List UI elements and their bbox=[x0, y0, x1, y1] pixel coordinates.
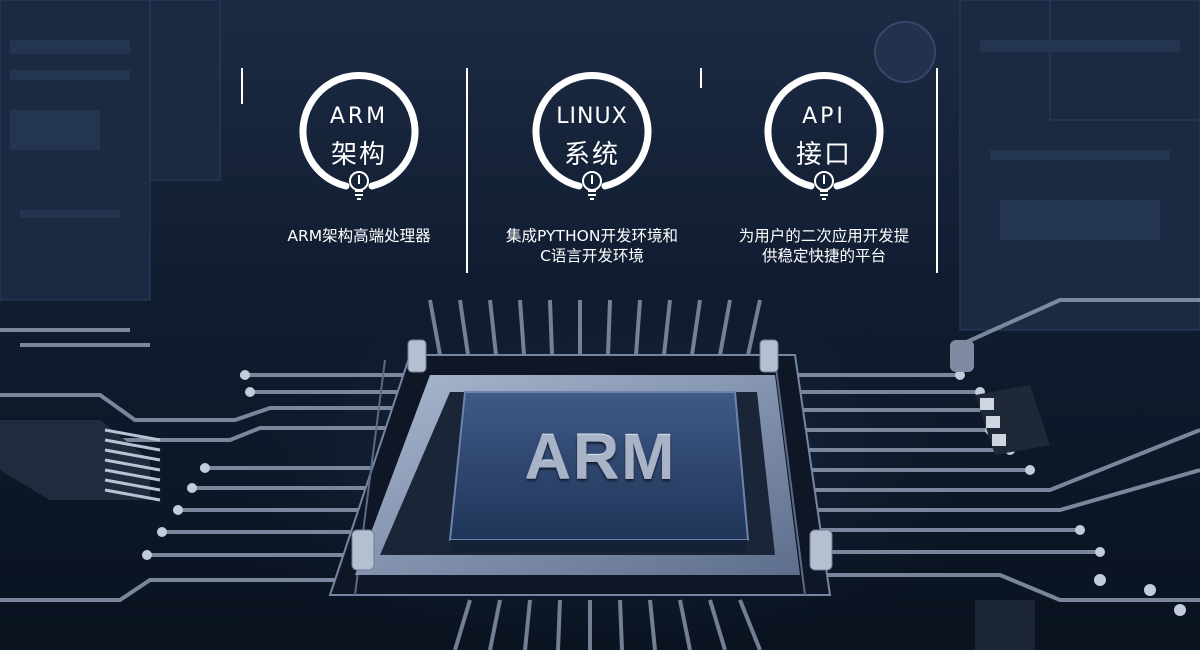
ring-icon bbox=[764, 72, 884, 200]
lightbulb-icon bbox=[582, 171, 602, 200]
lightbulb-icon bbox=[814, 171, 834, 200]
ring-icon bbox=[299, 72, 419, 200]
feature-description: ARM架构高端处理器 bbox=[287, 227, 431, 245]
feature-arm: ARM 架构 ARM架构高端处理器 bbox=[241, 68, 477, 278]
feature-description: 为用户的二次应用开发提供稳定快捷的平台 bbox=[738, 227, 910, 265]
feature-linux: LINUX 系统 集成PYTHON开发环境和C语言开发环境 bbox=[466, 68, 710, 278]
linux-emblem: LINUX 系统 bbox=[532, 68, 652, 218]
chip-label: ARM bbox=[524, 421, 677, 493]
lightbulb-icon bbox=[349, 171, 369, 200]
divider-line-left bbox=[466, 68, 468, 273]
divider-line-left bbox=[700, 68, 702, 88]
ring-subtitle: 系统 bbox=[563, 140, 620, 170]
feature-description: 集成PYTHON开发环境和C语言开发环境 bbox=[506, 227, 678, 265]
ring-title: LINUX bbox=[556, 104, 628, 129]
ring-subtitle: 架构 bbox=[330, 140, 387, 170]
divider-line-right bbox=[936, 68, 938, 273]
arm-emblem: ARM 架构 bbox=[299, 68, 419, 218]
ring-icon bbox=[532, 72, 652, 200]
ring-title: ARM bbox=[329, 104, 389, 129]
divider-line-left bbox=[241, 68, 243, 104]
ring-title: API bbox=[802, 104, 846, 129]
api-emblem: API 接口 bbox=[764, 68, 884, 218]
ring-subtitle: 接口 bbox=[795, 140, 852, 170]
feature-api: API 接口 为用户的二次应用开发提供稳定快捷的平台 bbox=[700, 68, 942, 278]
